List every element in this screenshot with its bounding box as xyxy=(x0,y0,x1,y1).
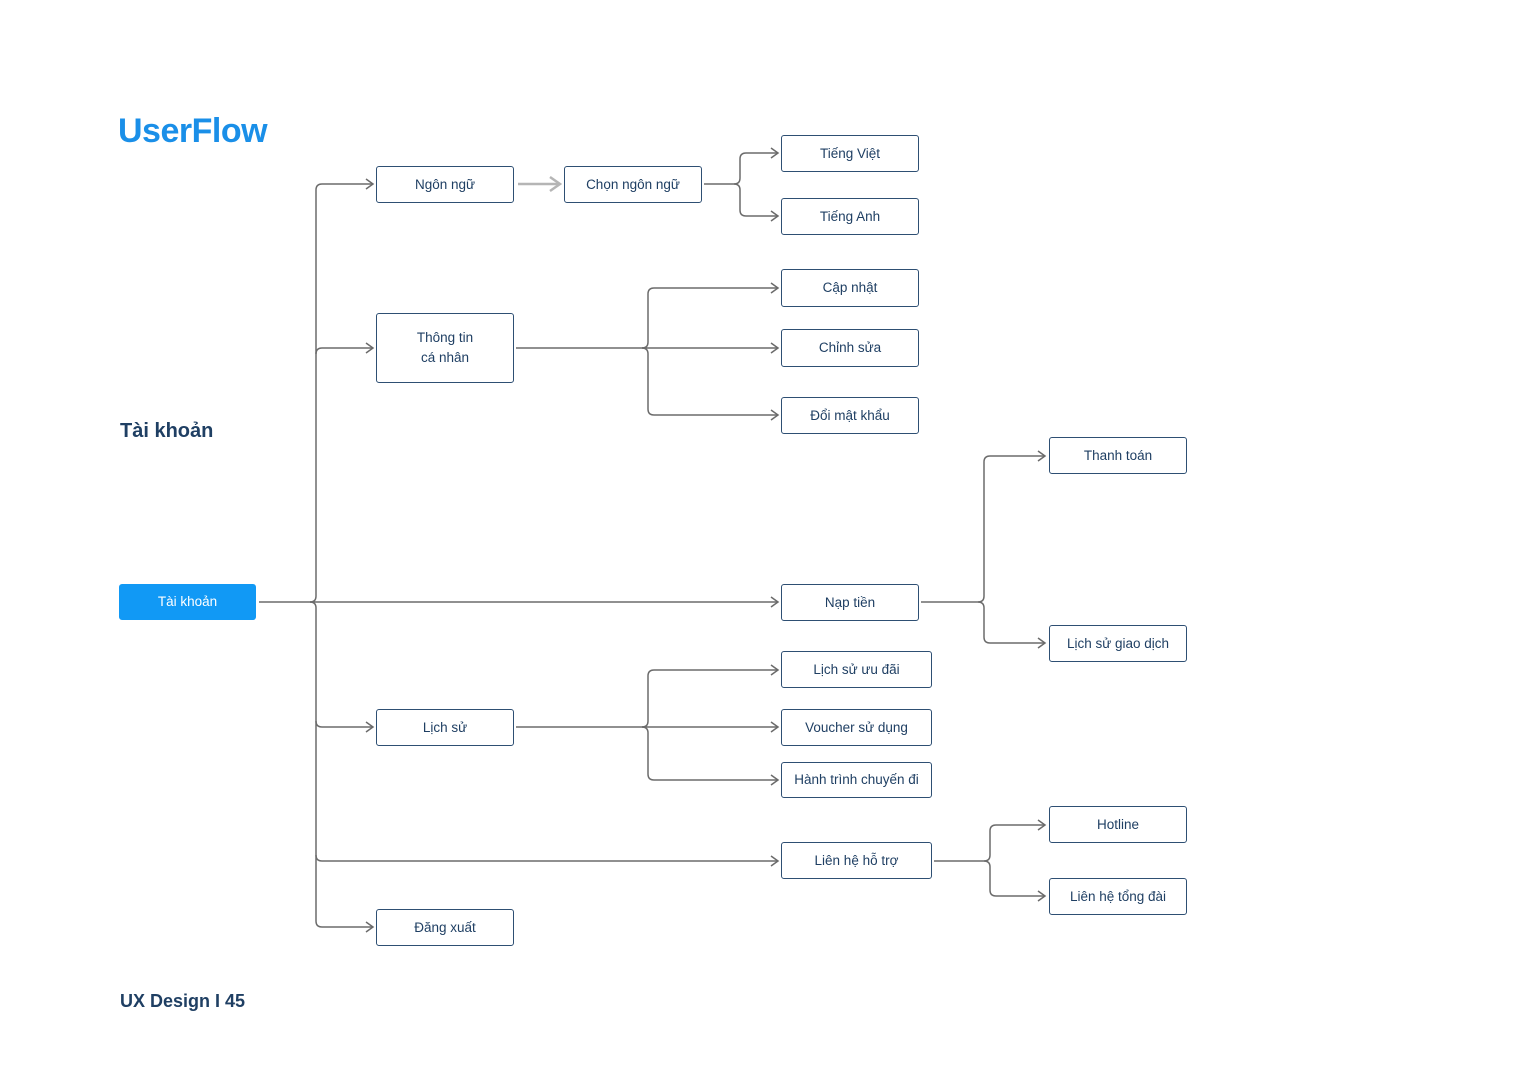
node-voucher-used: Voucher sử dụng xyxy=(781,709,932,746)
node-edit: Chỉnh sửa xyxy=(781,329,919,367)
node-contact-support: Liên hệ hỗ trợ xyxy=(781,842,932,879)
section-label: Tài khoản xyxy=(120,420,214,442)
node-personal-info-line2: cá nhân xyxy=(420,350,470,365)
node-vietnamese: Tiếng Việt xyxy=(781,135,919,172)
footer-label: UX Design I 45 xyxy=(120,991,246,1011)
connector-trunk xyxy=(309,183,323,603)
node-top-up: Nạp tiền xyxy=(781,584,919,621)
connector-to-contact xyxy=(315,854,780,867)
node-personal-info-line1: Thông tin xyxy=(416,330,474,346)
connector-to-trip xyxy=(641,726,780,786)
node-update: Cập nhật xyxy=(781,269,919,307)
connector-to-hotline xyxy=(934,819,1047,862)
node-payment: Thanh toán xyxy=(1049,437,1187,474)
connector-to-payment xyxy=(921,450,1047,603)
connector-to-update xyxy=(641,282,780,349)
connector-choose-language-split xyxy=(704,147,780,185)
page-title: UserFlow xyxy=(118,112,268,150)
node-change-password: Đổi mật khẩu xyxy=(781,397,919,434)
connector-to-history xyxy=(315,720,375,733)
node-transaction-history: Lịch sử giao dịch xyxy=(1049,625,1187,662)
connector-to-promo-history xyxy=(641,664,780,728)
node-promo-history: Lịch sử ưu đãi xyxy=(781,651,932,688)
node-account-root: Tài khoản xyxy=(119,584,256,620)
node-choose-language: Chọn ngôn ngữ xyxy=(564,166,702,203)
node-trip-journey: Hành trình chuyến đi xyxy=(781,762,932,798)
node-hotline: Hotline xyxy=(1049,806,1187,843)
connector-to-change-password xyxy=(641,347,780,421)
node-logout: Đăng xuất xyxy=(376,909,514,946)
connector-to-personal-info xyxy=(315,342,375,355)
connector-to-english xyxy=(733,183,780,222)
node-language: Ngôn ngữ xyxy=(376,166,514,203)
node-english: Tiếng Anh xyxy=(781,198,919,235)
connector-to-transaction-history xyxy=(977,601,1047,649)
node-call-center: Liên hệ tổng đài xyxy=(1049,878,1187,915)
node-personal-info: Thông tin cá nhân xyxy=(376,313,514,383)
node-history: Lịch sử xyxy=(376,709,514,746)
connector-trunk-lower xyxy=(309,601,323,928)
connector-to-call-center xyxy=(983,860,1047,902)
